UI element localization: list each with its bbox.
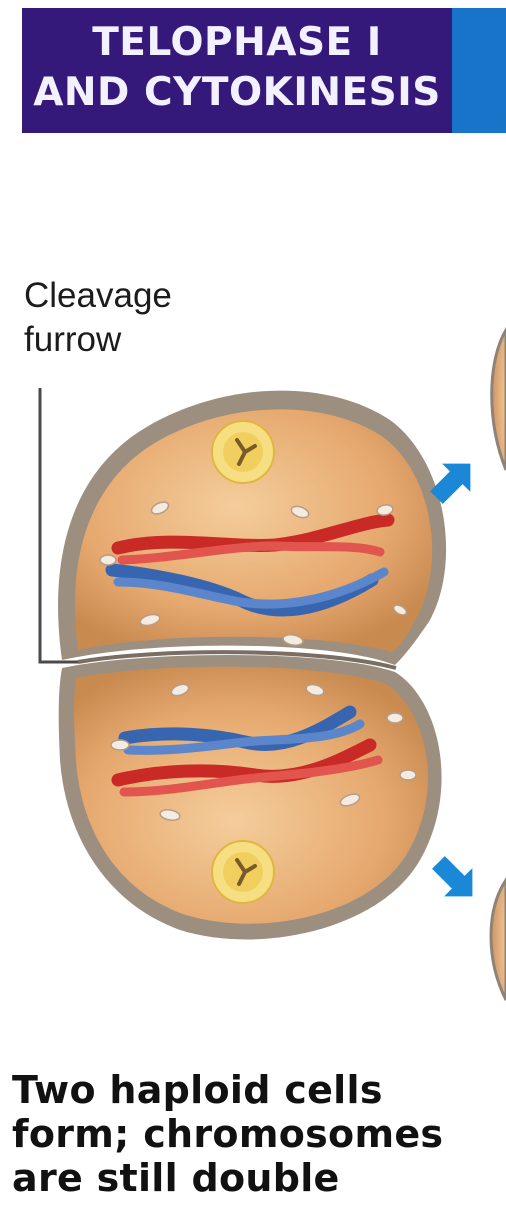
caption-line-2: form; chromosomes (12, 1112, 443, 1156)
adjacent-cell-top (492, 330, 506, 470)
centrosome-top (212, 421, 274, 483)
arrow-down-right-icon (424, 848, 486, 910)
caption-line-3: are still double (12, 1156, 443, 1200)
adjacent-cell-bottom (491, 880, 506, 1000)
diagram-caption: Two haploid cells form; chromosomes are … (12, 1068, 443, 1200)
caption-line-1: Two haploid cells (12, 1068, 443, 1112)
centrosome-bottom (212, 841, 274, 903)
